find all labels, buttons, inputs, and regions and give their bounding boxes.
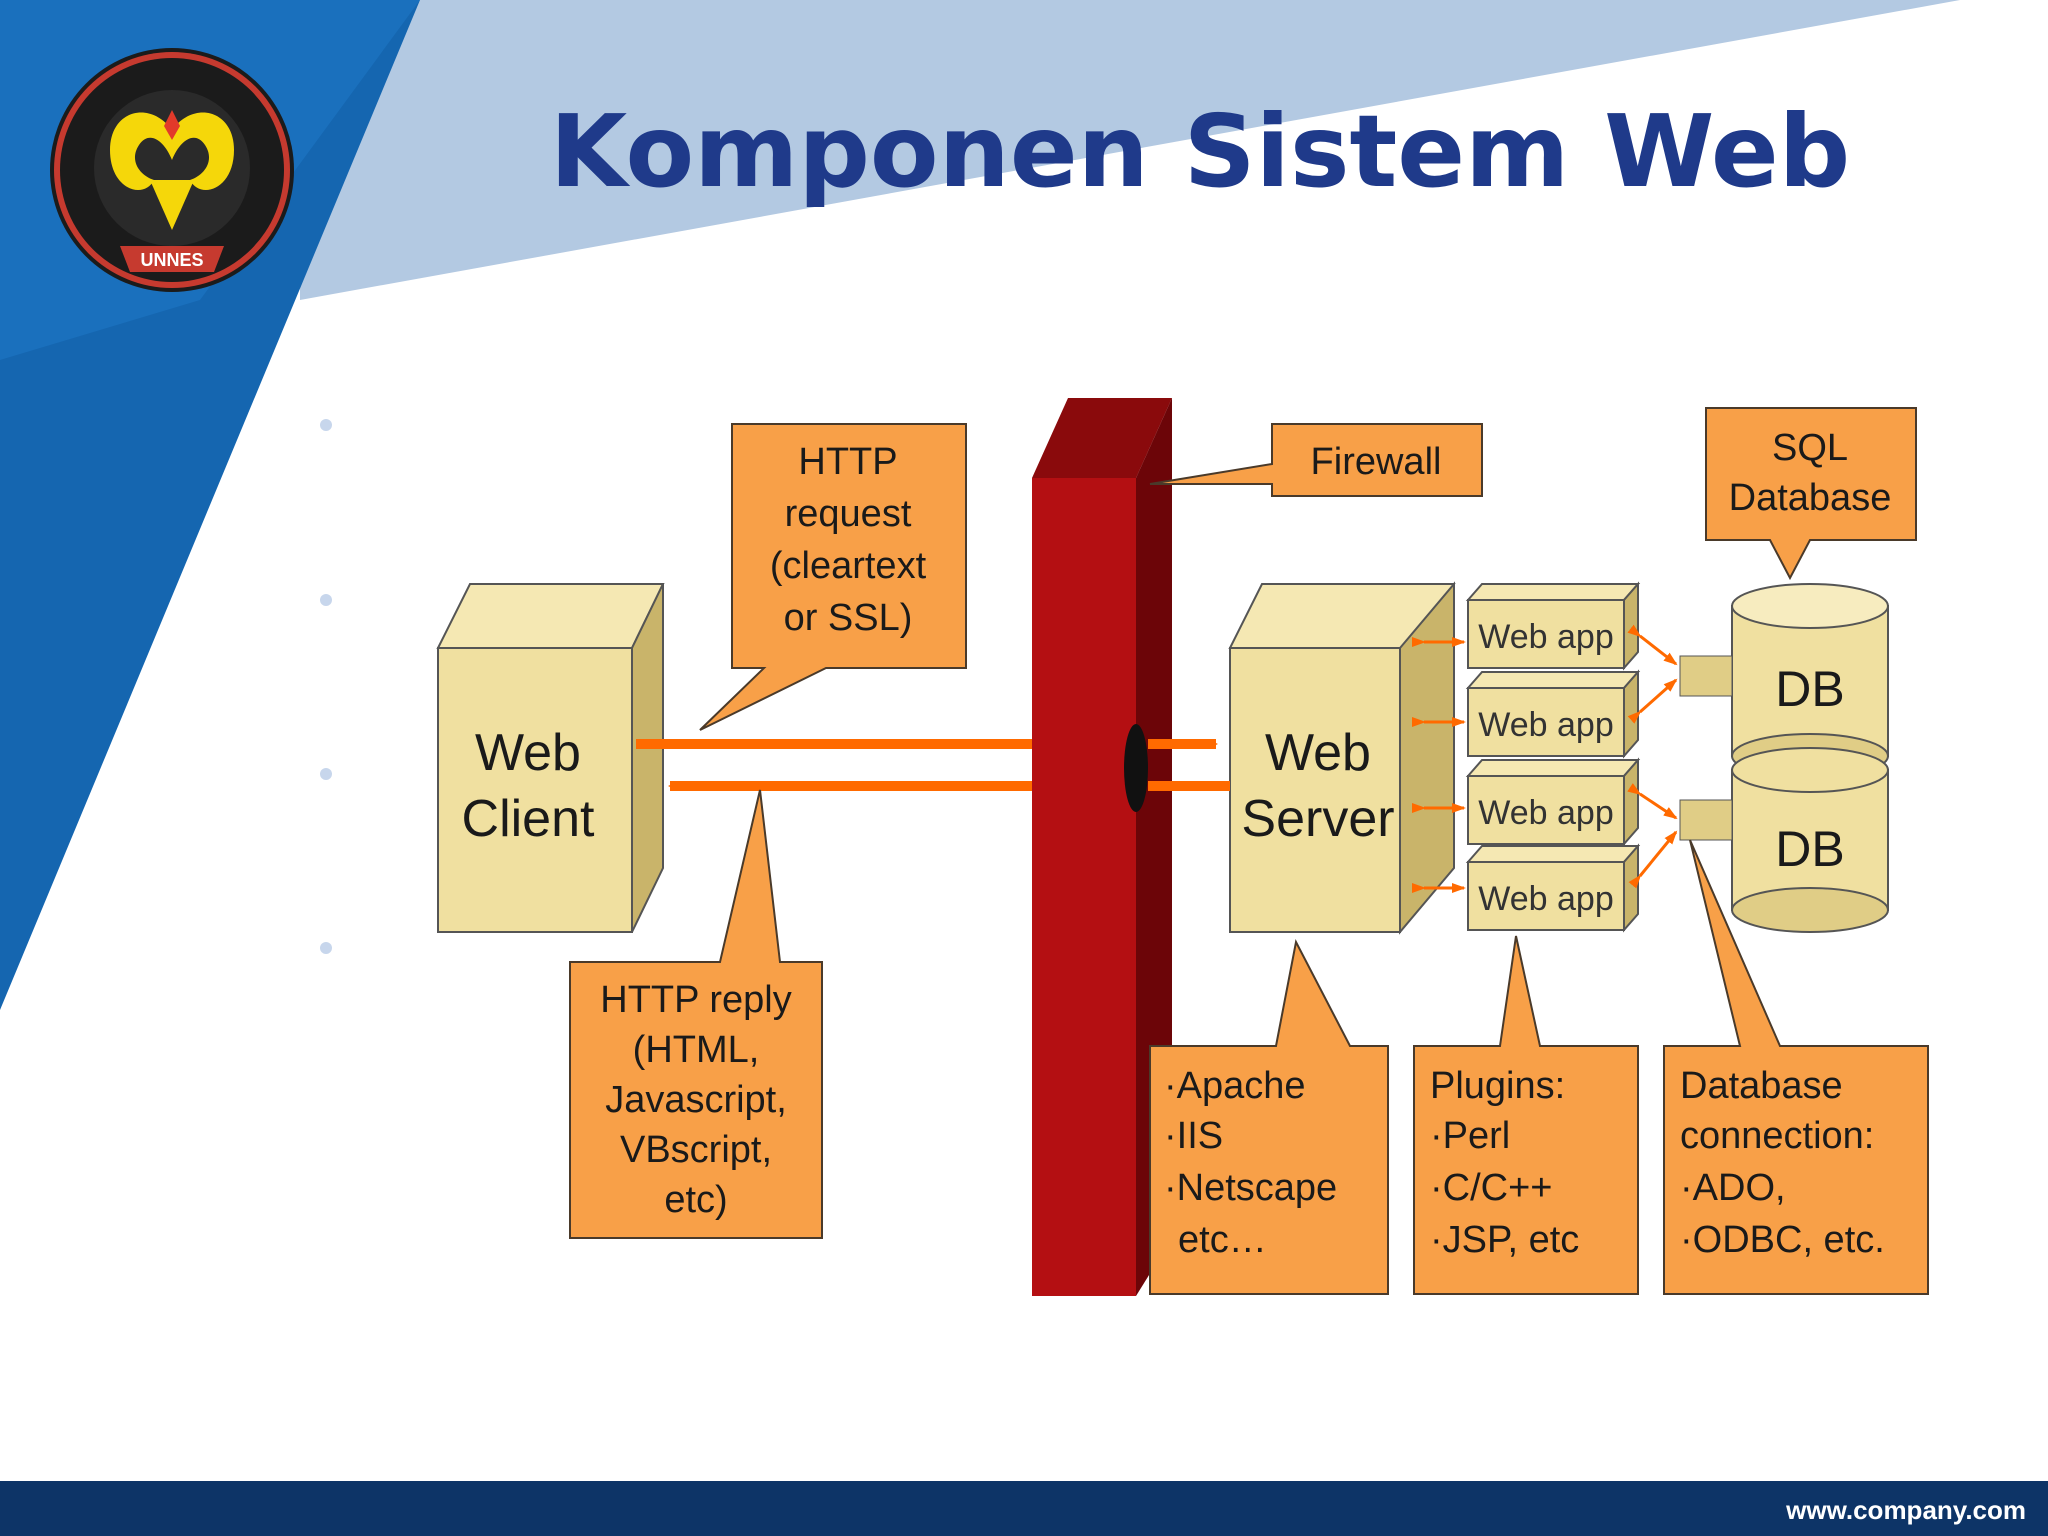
http-reply-line3: Javascript,	[605, 1079, 787, 1121]
db-connector	[1679, 655, 1733, 697]
web-app-box: Web app	[1465, 669, 1641, 759]
web-app-box: Web app	[1465, 843, 1641, 933]
web-app-box: Web app	[1465, 581, 1641, 671]
servers-line1: ·Apache	[1164, 1065, 1306, 1107]
web-app-label: Web app	[1478, 794, 1613, 832]
plugins-line1: Plugins:	[1430, 1065, 1565, 1107]
slide-title: Komponen Sistem Web	[549, 93, 1851, 210]
callout-http-reply: HTTP reply (HTML, Javascript, VBscript, …	[569, 789, 823, 1239]
http-request-line2: request	[785, 493, 912, 535]
callout-plugins: Plugins: ·Perl ·C/C++ ·JSP, etc	[1413, 935, 1639, 1295]
web-app-label: Web app	[1478, 706, 1613, 744]
plugins-line2: ·Perl	[1430, 1115, 1510, 1157]
db-connection-line1: Database	[1680, 1065, 1843, 1107]
callout-sql-database: SQL Database	[1705, 407, 1917, 581]
firewall-label: Firewall	[1311, 441, 1442, 483]
web-app-label: Web app	[1478, 880, 1613, 918]
app-connection-arrows	[1412, 624, 1678, 893]
http-request-line4: or SSL)	[784, 597, 913, 639]
web-server-label-line1: Web	[1265, 724, 1371, 782]
callout-servers: ·Apache ·IIS ·Netscape etc…	[1149, 938, 1389, 1295]
footer-bar: www.company.com	[0, 1481, 2048, 1536]
university-logo: UNNES	[50, 48, 294, 292]
db-connector	[1679, 799, 1733, 841]
plugins-line3: ·C/C++	[1430, 1167, 1552, 1209]
empty-bullets	[320, 419, 332, 954]
web-server-label-line2: Server	[1241, 790, 1394, 848]
http-reply-line1: HTTP reply	[600, 979, 791, 1021]
http-arrows	[636, 739, 1230, 791]
web-client-label-line1: Web	[475, 724, 581, 782]
http-request-line3: (cleartext	[770, 545, 927, 587]
web-app-stack: Web app Web app Web app Web app	[1465, 581, 1641, 933]
web-app-box: Web app	[1465, 757, 1641, 847]
servers-line3: ·Netscape	[1164, 1167, 1337, 1209]
http-reply-line2: (HTML,	[633, 1029, 760, 1071]
web-server-box: Web Server	[1228, 581, 1456, 935]
web-client-label-line2: Client	[462, 790, 595, 848]
logo-badge-text: UNNES	[140, 250, 203, 270]
servers-line4: etc…	[1178, 1219, 1267, 1261]
sql-database-line2: Database	[1729, 477, 1892, 519]
db-connection-line3: ·ADO,	[1680, 1167, 1786, 1209]
servers-line2: ·IIS	[1164, 1115, 1223, 1157]
http-reply-line5: etc)	[664, 1179, 727, 1221]
sql-database-line1: SQL	[1772, 427, 1848, 469]
db-connection-line2: connection:	[1680, 1115, 1874, 1157]
db-label: DB	[1775, 821, 1844, 877]
db-connection-line4: ·ODBC, etc.	[1680, 1219, 1885, 1261]
callout-http-request: HTTP request (cleartext or SSL)	[699, 423, 967, 731]
callout-db-connection: Database connection: ·ADO, ·ODBC, etc.	[1663, 839, 1929, 1295]
callout-firewall: Firewall	[1149, 423, 1483, 497]
database-stack: DB DB	[1679, 583, 1889, 933]
http-reply-line4: VBscript,	[620, 1129, 772, 1171]
web-app-label: Web app	[1478, 618, 1613, 656]
http-request-line1: HTTP	[798, 441, 897, 483]
plugins-line4: ·JSP, etc	[1430, 1219, 1579, 1261]
web-client-box: Web Client	[436, 583, 665, 933]
footer-url[interactable]: www.company.com	[1786, 1495, 2026, 1525]
db-label: DB	[1775, 661, 1844, 717]
db-cylinder: DB	[1731, 747, 1889, 933]
